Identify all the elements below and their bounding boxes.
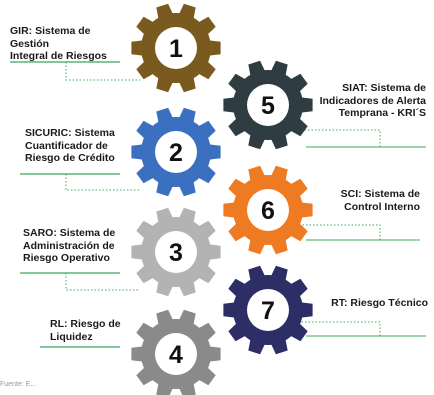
gear-center: [247, 84, 289, 126]
gear-center: [247, 189, 289, 231]
connector-line: [300, 224, 381, 240]
gear-number: 1: [169, 35, 183, 63]
gear-3: 3: [131, 207, 221, 297]
gear-1: 1: [131, 3, 221, 93]
gear-number: 3: [169, 239, 183, 267]
connector-line: [300, 321, 381, 336]
gear-6: 6: [223, 165, 313, 255]
label-siat: SIAT: Sistema de Indicadores de Alerta T…: [319, 82, 426, 119]
gear-center: [155, 231, 197, 273]
connector-line: [65, 62, 140, 81]
gear-2: 2: [131, 107, 221, 197]
label-sicuric: SICURIC: Sistema Cuantificador de Riesgo…: [25, 127, 115, 164]
connector-line: [65, 174, 140, 191]
label-sci: SCI: Sistema de Control Interno: [340, 188, 420, 213]
footer-text: Fuente: E...: [0, 381, 37, 388]
gear-number: 5: [261, 92, 275, 120]
gear-center: [155, 333, 197, 375]
gear-number: 7: [261, 297, 275, 325]
gear-4: 4: [131, 309, 221, 395]
gear-5: 5: [223, 60, 313, 150]
label-gir: GIR: Sistema de Gestión Integral de Ries…: [10, 25, 107, 62]
gear-7: 7: [223, 265, 313, 355]
gear-center: [155, 131, 197, 173]
label-rl: RL: Riesgo de Liquidez: [50, 318, 121, 343]
connector-line: [65, 273, 140, 291]
gear-center: [247, 289, 289, 331]
label-saro: SARO: Sistema de Administración de Riesg…: [23, 227, 116, 264]
gear-number: 6: [261, 197, 275, 225]
connector-line: [300, 129, 381, 147]
gear-number: 4: [169, 341, 183, 369]
gear-number: 2: [169, 139, 183, 167]
label-rt: RT: Riesgo Técnico: [331, 297, 428, 309]
gear-center: [155, 27, 197, 69]
